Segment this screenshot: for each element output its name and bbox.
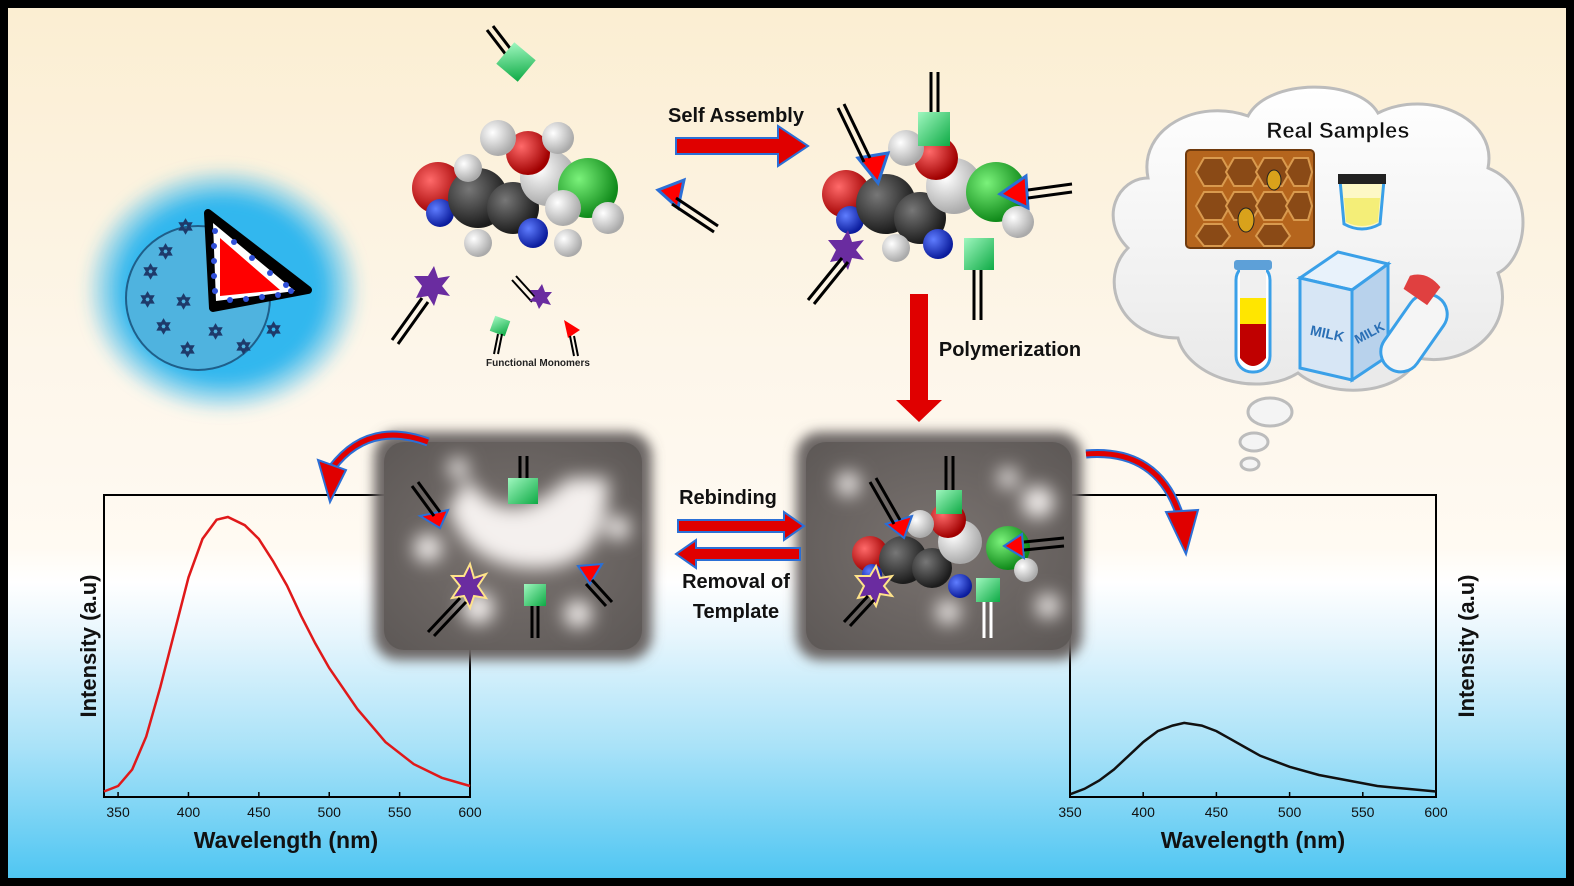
- svg-text:✡: ✡: [180, 340, 195, 360]
- template-monomer-complex: [806, 72, 1073, 320]
- removal-label-line1: Removal of: [682, 571, 790, 593]
- chart-left-series-line: [103, 515, 471, 793]
- svg-text:✡: ✡: [176, 292, 191, 312]
- self-assembly-label: Self Assembly: [668, 105, 805, 127]
- curved-arrow-left: [316, 430, 430, 505]
- capsule-icon: [1379, 274, 1449, 374]
- rebinding-arrow: Rebinding: [677, 487, 806, 542]
- chart-right-tick-label: 550: [1351, 804, 1375, 820]
- functional-monomers-legend: Functional Monomers: [486, 275, 590, 369]
- svg-text:✡: ✡: [208, 322, 223, 342]
- chart-left-tick-label: 500: [318, 804, 342, 820]
- functional-monomers-label: Functional Monomers: [486, 358, 590, 369]
- real-samples-label: Real Samples: [1266, 118, 1409, 143]
- imprinted-polymer-with-template: [796, 432, 1082, 660]
- removal-arrow: Removal of Template: [674, 538, 801, 623]
- urine-cup-icon: [1338, 174, 1386, 231]
- chart-left-tick-label: 600: [458, 804, 482, 820]
- chart-left-xlabel: Wavelength (nm): [194, 827, 378, 853]
- chart-left-tick-label: 400: [177, 804, 201, 820]
- milk-label-front: MILK: [1309, 322, 1346, 345]
- svg-text:✡: ✡: [236, 337, 251, 357]
- chart-right-x-ticks: 350 400 450 500 550 600: [1058, 792, 1448, 820]
- real-samples-cloud: Real Samples: [1111, 85, 1525, 472]
- svg-text:✡: ✡: [140, 290, 155, 310]
- chart-right-tick-label: 400: [1132, 804, 1156, 820]
- curved-arrow-right: [1085, 449, 1200, 557]
- star-dots: ✡ ✡ ✡ ✡ ✡ ✡ ✡ ✡ ✡ ✡: [139, 216, 282, 361]
- imprinted-cavity-empty: [374, 432, 652, 660]
- bead-dots: [211, 228, 294, 303]
- svg-text:✡: ✡: [156, 317, 171, 337]
- svg-text:✡: ✡: [143, 262, 158, 282]
- blood-tube-icon: [1234, 260, 1272, 374]
- diagram-canvas: ✡ ✡ ✡ ✡ ✡ ✡ ✡ ✡ ✡ ✡: [76, 25, 1525, 853]
- honeycomb-icon: [1185, 149, 1315, 249]
- template-molecule: [412, 120, 624, 257]
- chart-left-tick-label: 550: [388, 804, 412, 820]
- chart-left-x-ticks: 350 400 450 500 550 600: [106, 792, 482, 820]
- removal-label-line2: Template: [693, 601, 779, 623]
- free-monomer-green-top: [485, 25, 536, 82]
- chart-left-ylabel: Intensity (a.u): [76, 574, 101, 717]
- chart-right-tick-label: 350: [1058, 804, 1082, 820]
- chart-left-tick-label: 350: [106, 804, 130, 820]
- self-assembly-arrow: Self Assembly: [668, 105, 810, 168]
- svg-text:✡: ✡: [178, 217, 193, 237]
- svg-text:✡: ✡: [266, 320, 281, 340]
- nanoparticle-illustration: ✡ ✡ ✡ ✡ ✡ ✡ ✡ ✡ ✡ ✡: [83, 165, 363, 415]
- rebinding-label: Rebinding: [679, 487, 777, 509]
- polymerization-label: Polymerization: [939, 339, 1081, 361]
- chart-right-ylabel: Intensity (a.u): [1454, 574, 1479, 717]
- chart-right: 350 400 450 500 550 600 Wavelength (nm) Inten…: [1058, 494, 1479, 853]
- polymerization-arrow: Polymerization: [896, 294, 1081, 422]
- svg-text:✡: ✡: [158, 242, 173, 262]
- milk-carton-icon: MILK MILK: [1296, 250, 1392, 383]
- chart-left-tick-label: 450: [247, 804, 271, 820]
- graphical-abstract: ✡ ✡ ✡ ✡ ✡ ✡ ✡ ✡ ✡ ✡: [8, 8, 1566, 878]
- chart-right-xlabel: Wavelength (nm): [1161, 827, 1345, 853]
- free-monomer-purple-star: [390, 266, 450, 345]
- chart-right-series-line: [1069, 721, 1437, 796]
- free-monomer-red-triangle: [655, 177, 719, 234]
- chart-left: 350 400 450 500 550 600 Wavelength (nm) Inten…: [76, 494, 482, 853]
- chart-right-tick-label: 450: [1205, 804, 1229, 820]
- chart-right-tick-label: 500: [1278, 804, 1302, 820]
- chart-right-tick-label: 600: [1424, 804, 1448, 820]
